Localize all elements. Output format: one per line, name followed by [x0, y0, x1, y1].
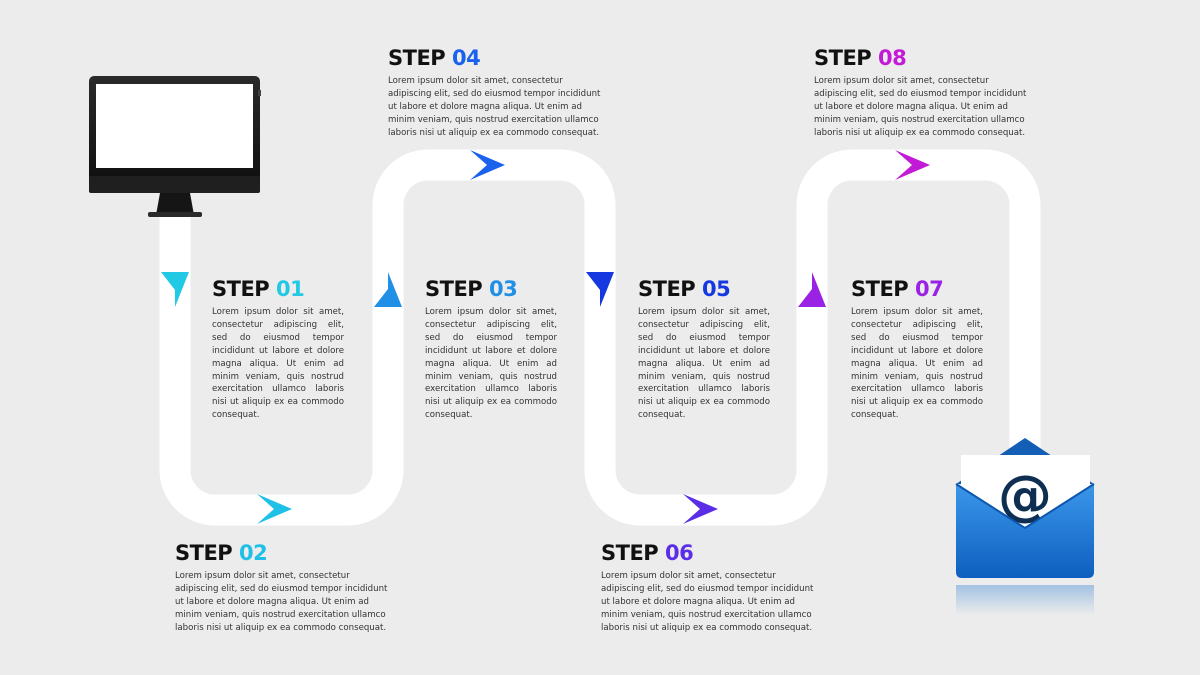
step-word: STEP	[425, 277, 483, 301]
step-word: STEP	[212, 277, 270, 301]
monitor-icon	[89, 76, 261, 217]
step-07-title: STEP 07	[851, 277, 983, 301]
arrow-down-icon	[586, 272, 614, 307]
step-04-description: Lorem ipsum dolor sit amet, consectetur …	[388, 76, 601, 138]
step-05-title: STEP 05	[638, 277, 770, 301]
step-01-title: STEP 01	[212, 277, 344, 301]
step-word: STEP	[175, 541, 233, 565]
step-number: 07	[915, 277, 944, 301]
arrow-up-icon	[374, 272, 402, 307]
arrow-down-icon	[161, 272, 189, 307]
step-02: STEP 02 Lorem ipsum dolor sit amet, cons…	[175, 541, 389, 635]
step-02-title: STEP 02	[175, 541, 389, 565]
step-01: STEP 01 Lorem ipsum dolor sit amet, cons…	[212, 277, 344, 422]
step-05: STEP 05 Lorem ipsum dolor sit amet, cons…	[638, 277, 770, 422]
timeline-path	[159, 149, 1041, 526]
step-word: STEP	[601, 541, 659, 565]
step-04: STEP 04 Lorem ipsum dolor sit amet, cons…	[388, 46, 602, 140]
arrow-right-icon	[683, 494, 718, 524]
step-07: STEP 07 Lorem ipsum dolor sit amet, cons…	[851, 277, 983, 422]
step-03-title: STEP 03	[425, 277, 557, 301]
step-number: 02	[239, 541, 268, 565]
step-number: 01	[276, 277, 305, 301]
step-08-description: Lorem ipsum dolor sit amet, consectetur …	[814, 76, 1027, 138]
arrow-right-icon	[895, 150, 930, 180]
step-08: STEP 08 Lorem ipsum dolor sit amet, cons…	[814, 46, 1028, 140]
step-02-description: Lorem ipsum dolor sit amet, consectetur …	[175, 571, 388, 633]
step-06-description: Lorem ipsum dolor sit amet, consectetur …	[601, 571, 814, 633]
step-word: STEP	[851, 277, 909, 301]
email-envelope-icon: @	[955, 438, 1095, 615]
step-06: STEP 06 Lorem ipsum dolor sit amet, cons…	[601, 541, 815, 635]
step-number: 03	[489, 277, 518, 301]
step-word: STEP	[638, 277, 696, 301]
arrow-right-icon	[257, 494, 292, 524]
step-number: 06	[665, 541, 694, 565]
arrow-up-icon	[798, 272, 826, 307]
step-03: STEP 03 Lorem ipsum dolor sit amet, cons…	[425, 277, 557, 422]
step-number: 05	[702, 277, 731, 301]
step-04-title: STEP 04	[388, 46, 602, 70]
step-number: 08	[878, 46, 907, 70]
step-01-description: Lorem ipsum dolor sit amet, consectetur …	[212, 307, 344, 421]
step-06-title: STEP 06	[601, 541, 815, 565]
step-05-description: Lorem ipsum dolor sit amet, consectetur …	[638, 307, 770, 421]
step-07-description: Lorem ipsum dolor sit amet, consectetur …	[851, 307, 983, 421]
step-number: 04	[452, 46, 481, 70]
step-word: STEP	[814, 46, 872, 70]
step-08-title: STEP 08	[814, 46, 1028, 70]
step-word: STEP	[388, 46, 446, 70]
arrow-right-icon	[470, 150, 505, 180]
step-03-description: Lorem ipsum dolor sit amet, consectetur …	[425, 307, 557, 421]
